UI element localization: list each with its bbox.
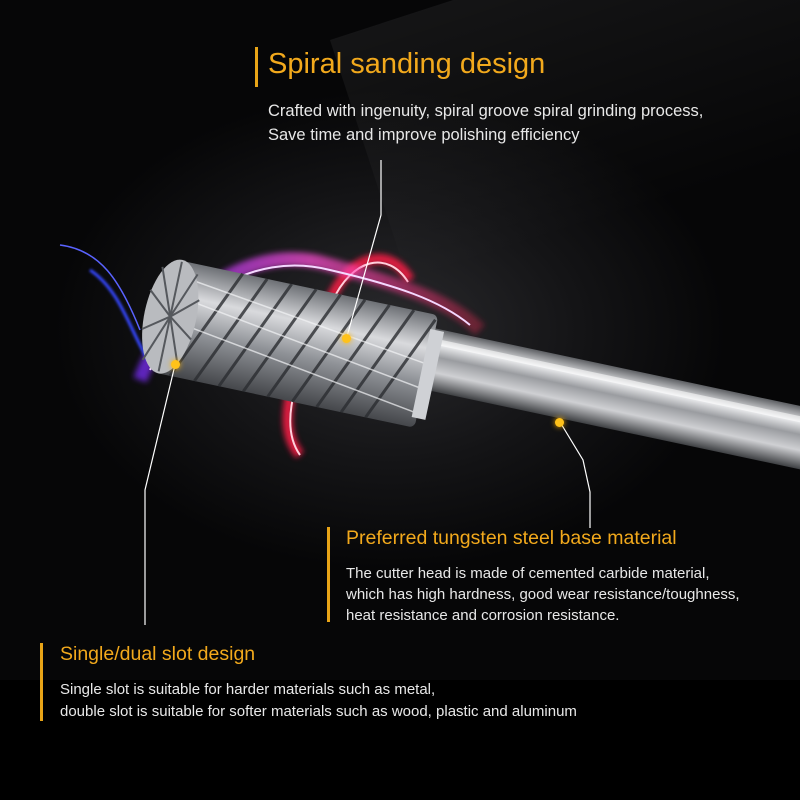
slot-marker-dot xyxy=(171,360,180,369)
leader-lines xyxy=(144,160,591,625)
cutter-head xyxy=(141,259,445,427)
callout-line: which has high hardness, good wear resis… xyxy=(346,586,740,603)
callout-line: The cutter head is made of cemented carb… xyxy=(346,565,710,582)
callout-title: Preferred tungsten steel base material xyxy=(346,527,677,549)
accent-bar xyxy=(327,527,330,622)
accent-bar xyxy=(40,643,43,721)
callout-line: Save time and improve polishing efficien… xyxy=(268,126,580,144)
callout-title: Single/dual slot design xyxy=(60,643,256,665)
shank-marker-dot xyxy=(555,418,564,427)
callout-line: Crafted with ingenuity, spiral groove sp… xyxy=(268,102,704,120)
callout-title: Spiral sanding design xyxy=(268,48,546,80)
accent-bar xyxy=(255,47,258,87)
callout-line: double slot is suitable for softer mater… xyxy=(60,703,577,720)
callout-line: Single slot is suitable for harder mater… xyxy=(60,681,436,698)
spiral-marker-dot xyxy=(342,334,351,343)
callout-line: heat resistance and corrosion resistance… xyxy=(346,607,620,624)
bottom-band xyxy=(0,680,800,800)
shank xyxy=(413,326,800,475)
